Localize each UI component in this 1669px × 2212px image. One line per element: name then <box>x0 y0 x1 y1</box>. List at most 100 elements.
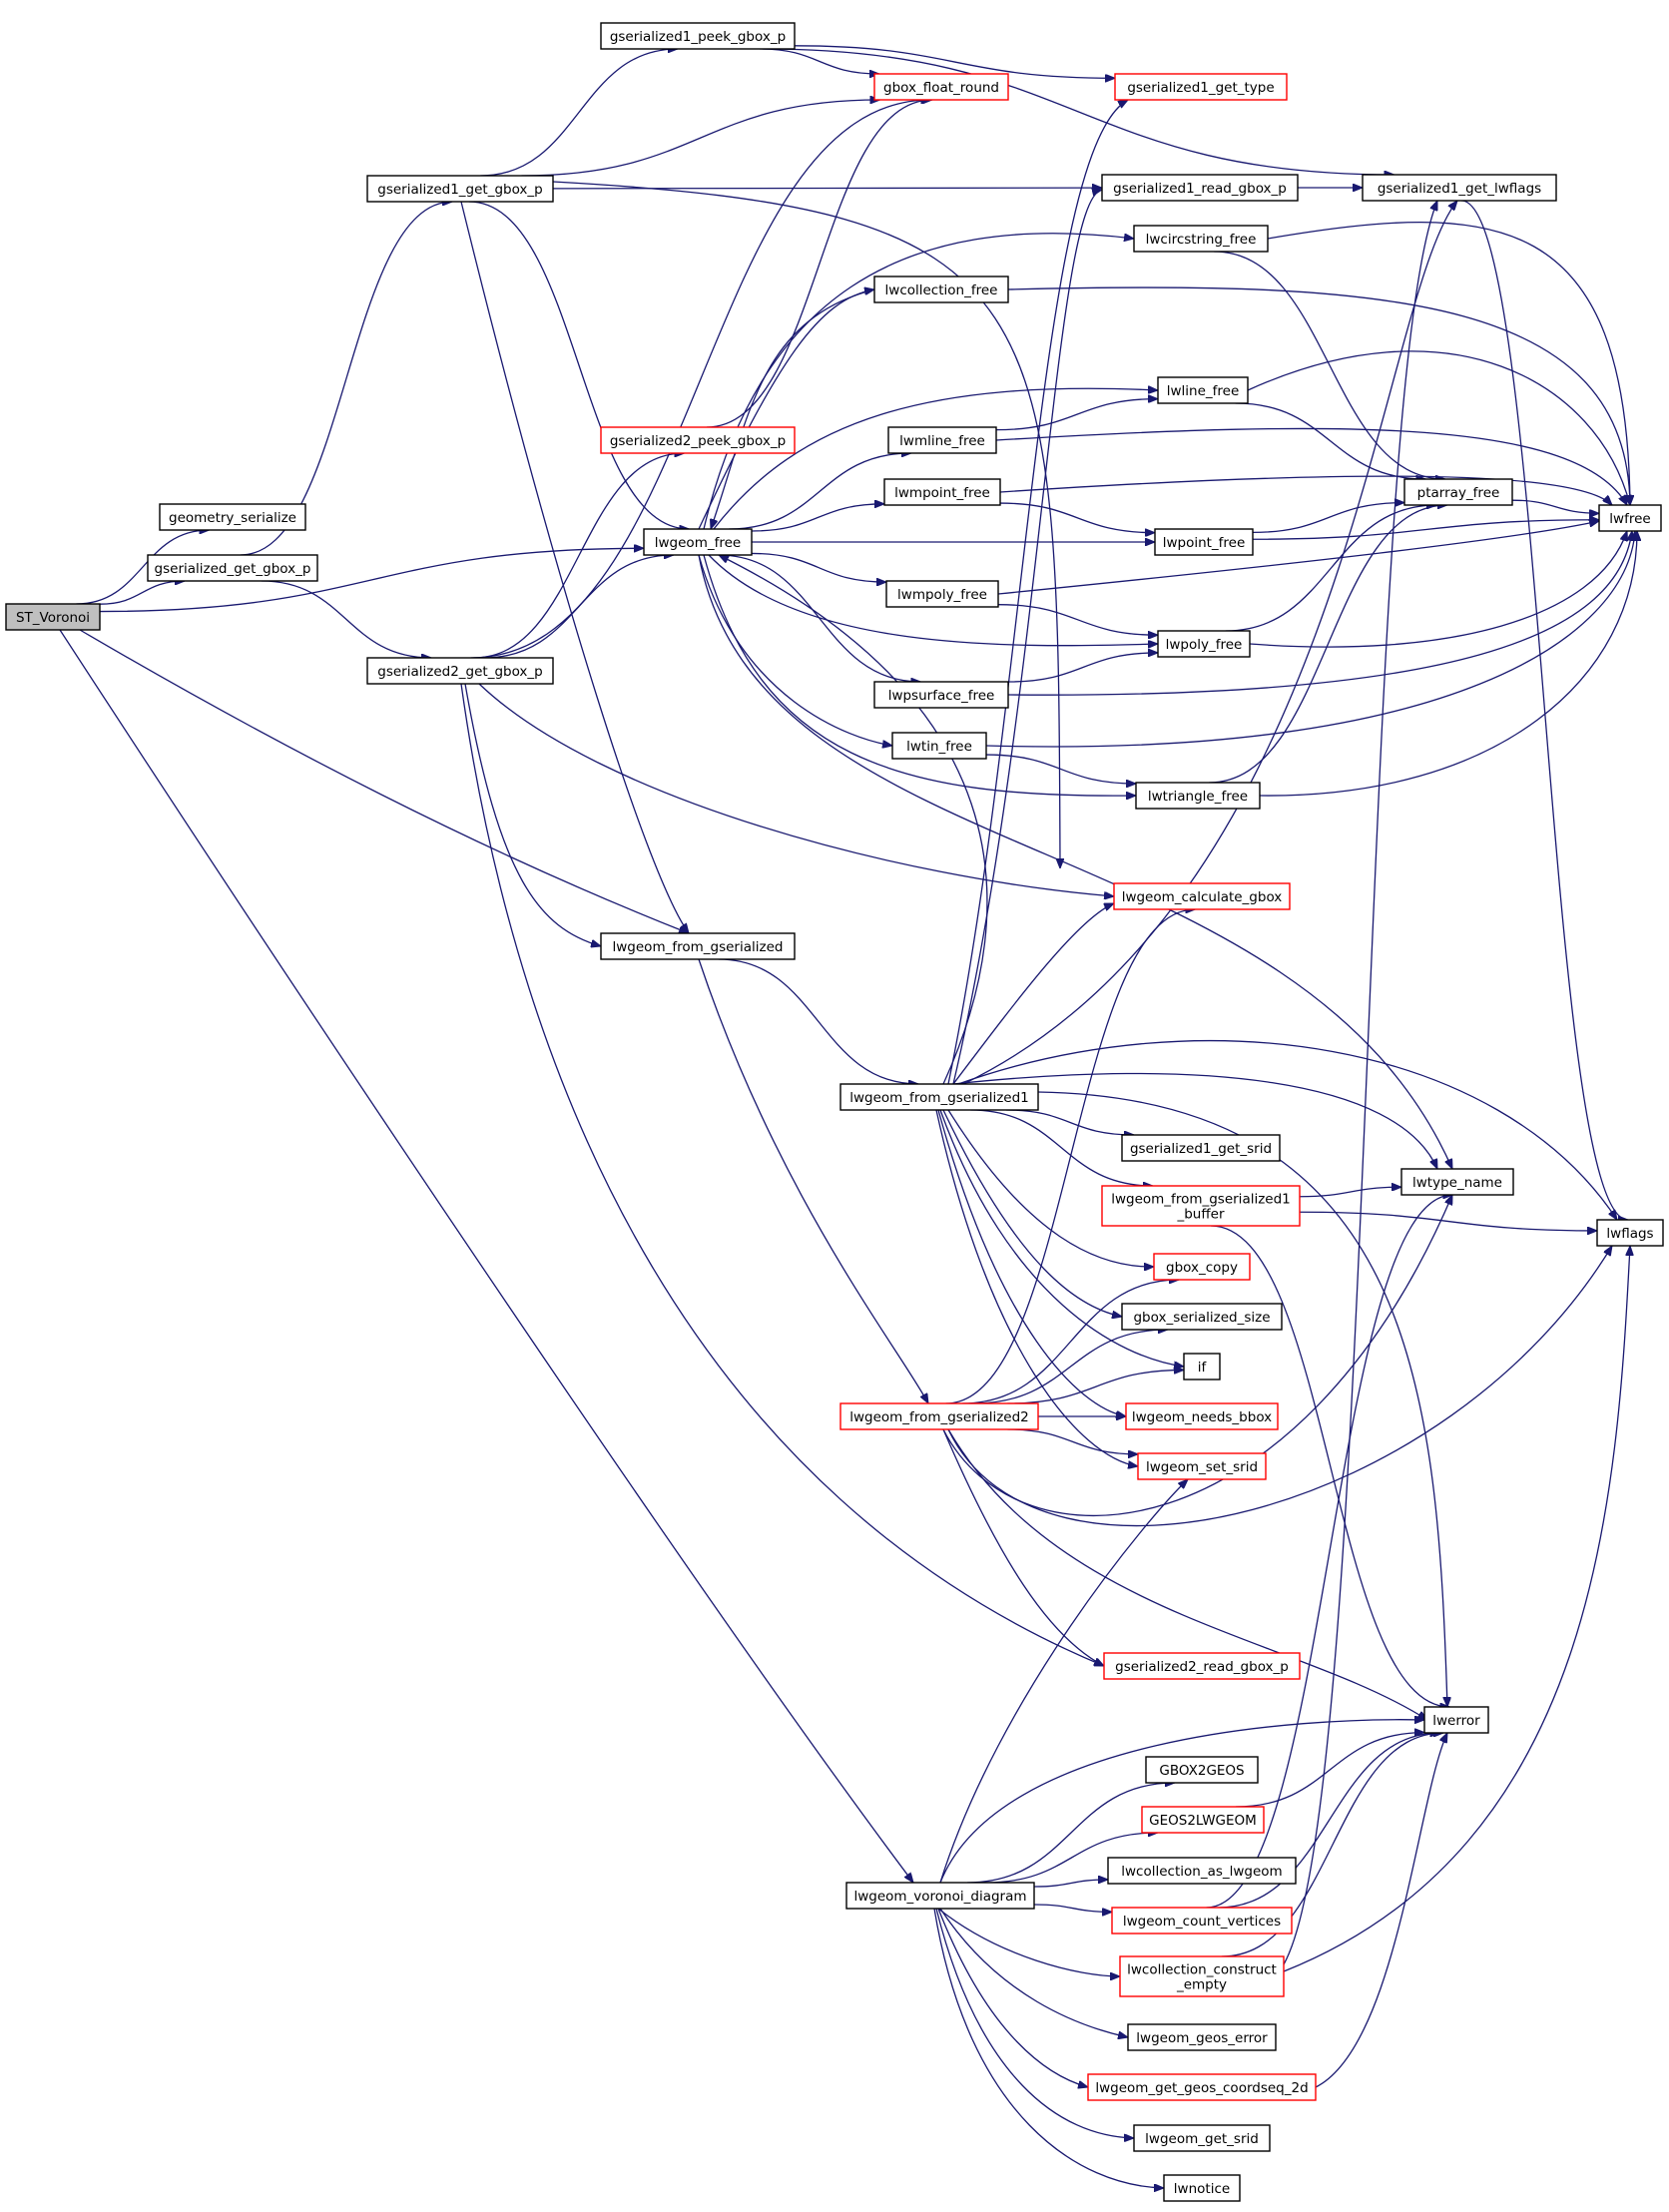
node-gserialized2_get_gbox_p[interactable]: gserialized2_get_gbox_p <box>366 657 554 685</box>
node-lwgeom_from_gserialized1_buffer[interactable]: lwgeom_from_gserialized1_buffer <box>1101 1185 1301 1227</box>
node-lwgeom_from_gserialized[interactable]: lwgeom_from_gserialized <box>600 932 796 960</box>
node-lwline_free[interactable]: lwline_free <box>1157 376 1249 404</box>
edge-lwtin_free-to-lwtriangle_free <box>985 754 1136 784</box>
edge-line <box>713 388 1158 530</box>
edge-line <box>763 48 1393 175</box>
node-gbox_float_round[interactable]: gbox_float_round <box>873 73 1009 101</box>
node-lwgeom_get_geos_coordseq_2d[interactable]: lwgeom_get_geos_coordseq_2d <box>1087 2073 1317 2101</box>
node-gserialized1_peek_gbox_p[interactable]: gserialized1_peek_gbox_p <box>600 22 796 50</box>
edge-lwcollection_free-to-lwfree <box>1007 286 1630 505</box>
node-box <box>366 175 554 203</box>
edge-line <box>1283 201 1438 1965</box>
node-gserialized_get_gbox_p[interactable]: gserialized_get_gbox_p <box>147 554 318 582</box>
node-lwgeom_free[interactable]: lwgeom_free <box>643 528 753 556</box>
node-box <box>1596 1219 1664 1247</box>
edge-lwpoly_free-to-lwfree <box>1249 531 1627 648</box>
node-label: ST_Voronoi <box>16 610 90 626</box>
edge-gserialized1_get_gbox_p-to-lwgeom_free <box>468 201 690 529</box>
edge-lwmpoly_free-to-lwpoly_free <box>997 604 1158 636</box>
edge-line <box>698 958 928 1403</box>
node-gbox_serialized_size[interactable]: gbox_serialized_size <box>1121 1303 1283 1331</box>
node-gserialized1_get_gbox_p[interactable]: gserialized1_get_gbox_p <box>366 175 554 203</box>
node-lwgeom_calculate_gbox[interactable]: lwgeom_calculate_gbox <box>1113 882 1291 910</box>
node-lwtriangle_free[interactable]: lwtriangle_free <box>1135 782 1261 810</box>
node-lwmpoly_free[interactable]: lwmpoly_free <box>885 580 999 608</box>
edge-lwgeom_free-to-lwmpoly_free <box>751 552 886 582</box>
edge-line <box>1210 1225 1450 1707</box>
node-gserialized1_get_lwflags[interactable]: gserialized1_get_lwflags <box>1362 174 1557 202</box>
node-lwgeom_from_gserialized2[interactable]: lwgeom_from_gserialized2 <box>839 1402 1039 1430</box>
node-gserialized1_get_type[interactable]: gserialized1_get_type <box>1114 73 1288 101</box>
node-label: lwcircstring_free <box>1146 232 1257 248</box>
node-lwpoly_free[interactable]: lwpoly_free <box>1157 630 1251 658</box>
node-lwpsurface_free[interactable]: lwpsurface_free <box>873 681 1009 709</box>
node-lwcollection_as_lwgeom[interactable]: lwcollection_as_lwgeom <box>1107 1857 1297 1885</box>
node-geos2lwgeom[interactable]: GEOS2LWGEOM <box>1141 1806 1265 1834</box>
node-gserialized1_get_srid[interactable]: gserialized1_get_srid <box>1121 1134 1281 1162</box>
node-lwtin_free[interactable]: lwtin_free <box>891 732 987 760</box>
edge-line <box>995 427 1627 505</box>
node-lwtype_name[interactable]: lwtype_name <box>1400 1168 1514 1196</box>
node-gserialized2_peek_gbox_p[interactable]: gserialized2_peek_gbox_p <box>600 426 796 454</box>
node-box <box>1087 2073 1317 2101</box>
node-lwcollection_construct_empty[interactable]: lwcollection_construct_empty <box>1119 1955 1285 1997</box>
node-lwcircstring_free[interactable]: lwcircstring_free <box>1133 225 1269 253</box>
node-if[interactable]: if <box>1183 1353 1221 1381</box>
edge-line <box>1267 222 1630 505</box>
edge-line <box>1206 1195 1452 1909</box>
node-gserialized1_read_gbox_p[interactable]: gserialized1_read_gbox_p <box>1101 174 1299 202</box>
edge-line <box>947 1246 1612 1527</box>
edge-line <box>945 909 1196 1404</box>
node-lwgeom_get_srid[interactable]: lwgeom_get_srid <box>1133 2124 1271 2152</box>
node-label: _empty <box>1176 1977 1227 1993</box>
edge-st_voronoi-to-geometry_serialize <box>76 530 209 605</box>
node-gbox2geos[interactable]: GBOX2GEOS <box>1145 1756 1259 1784</box>
edge-lwgeom_voronoi_diagram-to-gbox2geos <box>967 1783 1175 1884</box>
node-lwgeom_count_vertices[interactable]: lwgeom_count_vertices <box>1111 1907 1293 1935</box>
node-gserialized2_read_gbox_p[interactable]: gserialized2_read_gbox_p <box>1103 1652 1301 1680</box>
edge-line <box>473 453 684 659</box>
node-label: GEOS2LWGEOM <box>1149 1813 1257 1829</box>
edge-line <box>1005 1109 1134 1135</box>
edge-gserialized2_get_gbox_p-to-gserialized2_peek_gbox_p <box>473 453 684 659</box>
node-box <box>1119 1955 1285 1997</box>
node-gbox_copy[interactable]: gbox_copy <box>1153 1253 1251 1281</box>
node-lwgeom_needs_bbox[interactable]: lwgeom_needs_bbox <box>1125 1402 1279 1430</box>
edge-lwgeom_free-to-lwtriangle_free <box>703 554 1136 796</box>
node-lwmpoint_free[interactable]: lwmpoint_free <box>883 478 1001 506</box>
edge-lwgeom_from_gserialized2-to-lwtype_name <box>942 1195 1453 1517</box>
edge-line <box>935 1109 1138 1466</box>
edge-line <box>719 555 988 1085</box>
edge-line <box>460 201 689 933</box>
node-lwmline_free[interactable]: lwmline_free <box>887 426 997 454</box>
node-lwgeom_set_srid[interactable]: lwgeom_set_srid <box>1137 1452 1267 1480</box>
node-label: gserialized_get_gbox_p <box>155 561 311 577</box>
edge-line <box>1259 531 1637 797</box>
node-ptarray_free[interactable]: ptarray_free <box>1403 478 1513 506</box>
edge-gserialized2_get_gbox_p-to-lwgeom_from_gserialized <box>464 683 601 946</box>
edge-gserialized1_get_gbox_p-to-lwgeom_from_gserialized <box>460 201 689 933</box>
node-lwgeom_from_gserialized1[interactable]: lwgeom_from_gserialized1 <box>839 1083 1039 1111</box>
node-lwcollection_free[interactable]: lwcollection_free <box>873 276 1009 303</box>
node-lwfree[interactable]: lwfree <box>1598 504 1662 532</box>
node-label: geometry_serialize <box>169 510 296 526</box>
node-st_voronoi[interactable]: ST_Voronoi <box>5 603 101 631</box>
edge-line <box>937 1908 1120 1976</box>
edge-lwmline_free-to-lwline_free <box>995 399 1158 431</box>
edge-lwgeom_from_gserialized2-to-lwgeom_set_srid <box>1007 1428 1138 1454</box>
node-label: lwmpoly_free <box>897 587 987 603</box>
node-lwerror[interactable]: lwerror <box>1423 1706 1489 1734</box>
node-lwflags[interactable]: lwflags <box>1596 1219 1664 1247</box>
edge-line <box>1299 1187 1401 1198</box>
node-geometry_serialize[interactable]: geometry_serialize <box>159 503 306 531</box>
edge-line <box>957 1040 1617 1220</box>
edge-line <box>706 100 932 428</box>
edge-line <box>1225 505 1436 632</box>
node-lwgeom_geos_error[interactable]: lwgeom_geos_error <box>1127 2023 1277 2051</box>
node-label: GBOX2GEOS <box>1159 1763 1244 1779</box>
edge-line <box>79 629 689 934</box>
node-lwgeom_voronoi_diagram[interactable]: lwgeom_voronoi_diagram <box>845 1882 1035 1910</box>
edge-line <box>1218 1733 1439 1909</box>
node-lwnotice[interactable]: lwnotice <box>1163 2174 1241 2202</box>
node-lwpoint_free[interactable]: lwpoint_free <box>1154 528 1254 556</box>
